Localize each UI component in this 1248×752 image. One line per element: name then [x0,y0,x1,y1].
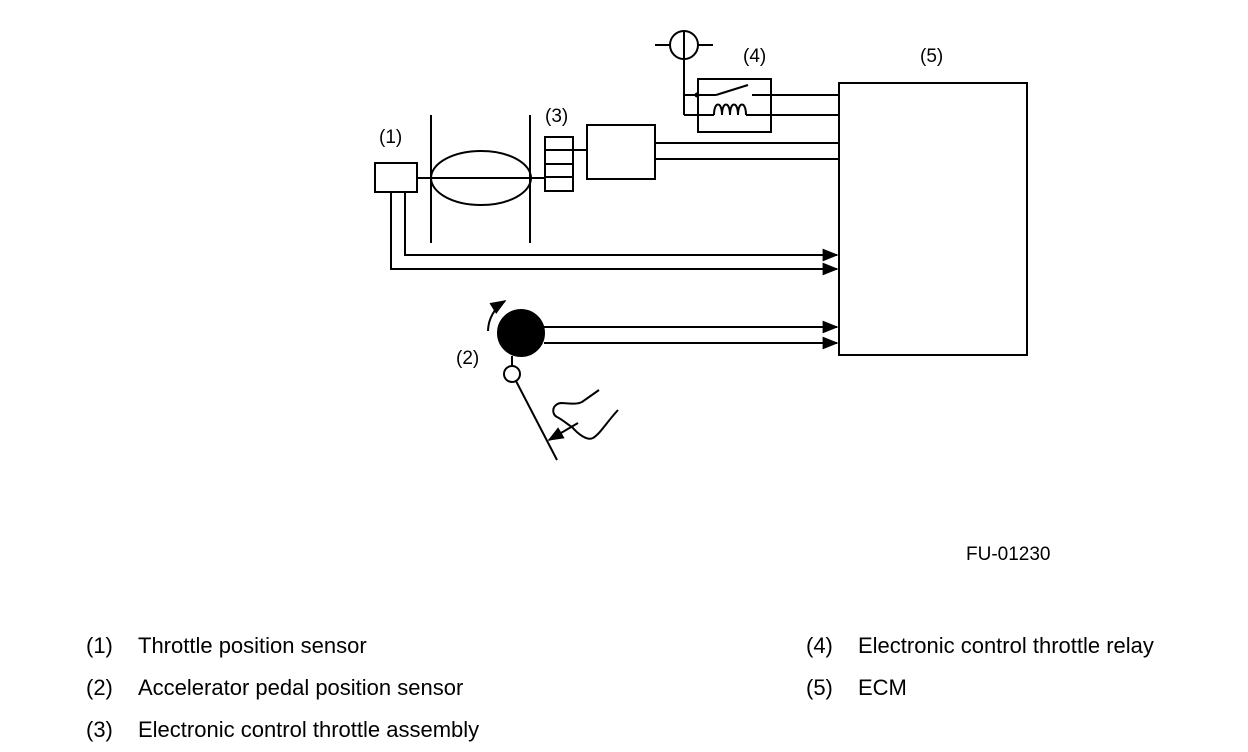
relay-symbol [684,78,839,133]
tps-signal-lines [390,192,839,276]
legend-text: Accelerator pedal position sensor [138,675,464,700]
legend-text: Electronic control throttle relay [858,633,1154,658]
legend-number: (1) [86,633,113,658]
legend-number: (2) [86,675,113,700]
callout-4: (4) [743,46,766,67]
callout-2: (2) [456,348,479,369]
legend-item-5: (5) ECM [806,675,1236,701]
legend-item-2: (2) Accelerator pedal position sensor [86,675,546,701]
legend-number: (3) [86,717,113,742]
legend-text: Electronic control throttle assembly [138,717,480,742]
legend-number: (4) [806,633,833,658]
figure-code: FU-01230 [966,544,1051,565]
callout-3: (3) [545,106,568,127]
power-source-symbol [655,30,713,115]
legend-text: Throttle position sensor [138,633,367,658]
legend-item-4: (4) Electronic control throttle relay [806,633,1236,659]
callout-5: (5) [920,46,943,67]
legend-item-3: (3) Electronic control throttle assembly [86,717,546,743]
legend-number: (5) [806,675,833,700]
throttle-motor-assembly [544,124,839,192]
foot-icon [547,389,619,441]
callout-1: (1) [379,127,402,148]
legend-item-1: (1) Throttle position sensor [86,633,546,659]
throttle-position-sensor-box [374,162,418,193]
legend-text: ECM [858,675,907,700]
ecm-block [838,82,1028,356]
accelerator-pedal-sensor [487,300,839,461]
throttle-body [417,115,545,243]
